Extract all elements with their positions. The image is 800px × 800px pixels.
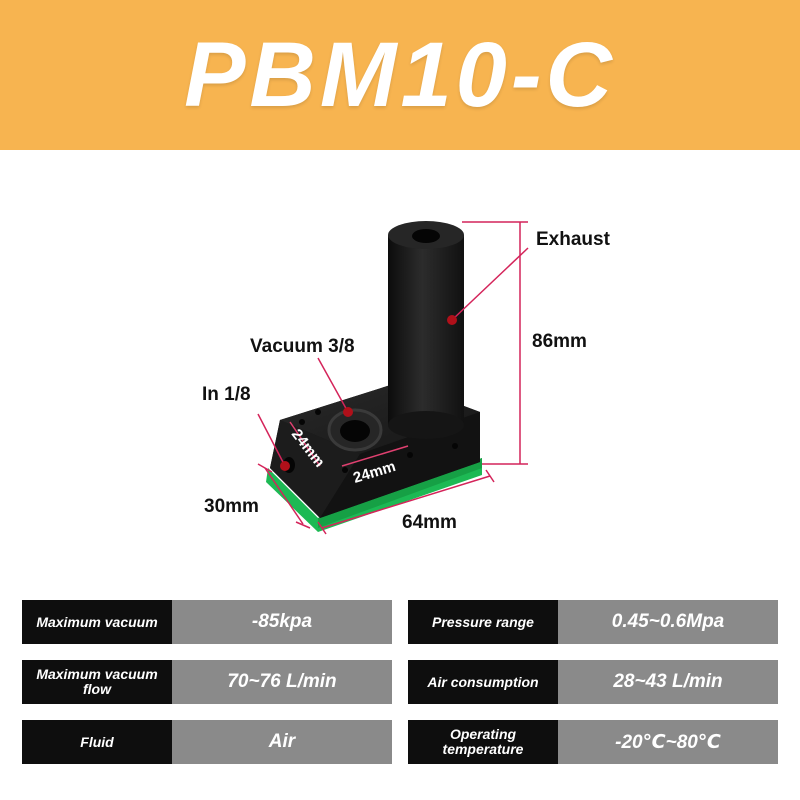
spec-row: Maximum vacuum -85kpa Pressure range 0.4… (22, 600, 778, 644)
spec-label: Air consumption (408, 660, 558, 704)
spec-air-consumption: Air consumption 28~43 L/min (408, 660, 778, 704)
dimension-lines (257, 221, 528, 535)
spec-value: Air (172, 720, 392, 764)
exhaust-tube (388, 221, 464, 439)
spec-row: Fluid Air Operating temperature -20℃~80℃ (22, 720, 778, 764)
spec-max-vacuum-flow: Maximum vacuum flow 70~76 L/min (22, 660, 392, 704)
vacuum-port-label: Vacuum 3/8 (250, 336, 355, 357)
spec-row: Maximum vacuum flow 70~76 L/min Air cons… (22, 660, 778, 704)
exhaust-marker (447, 315, 457, 325)
title-banner: PBM10-C (0, 0, 800, 150)
inlet-marker (280, 461, 290, 471)
product-title: PBM10-C (184, 24, 616, 126)
vacuum-marker (343, 407, 353, 417)
inlet-port-label: In 1/8 (202, 384, 251, 405)
product-illustration: Exhaust Vacuum 3/8 In 1/8 86mm 30mm 64mm… (202, 221, 611, 535)
width-dimension: 30mm (204, 496, 259, 517)
spec-label: Operating temperature (408, 720, 558, 764)
length-dimension: 64mm (402, 512, 457, 533)
spec-label: Maximum vacuum (22, 600, 172, 644)
spec-max-vacuum: Maximum vacuum -85kpa (22, 600, 392, 644)
spec-value: 0.45~0.6Mpa (558, 600, 778, 644)
spec-pressure-range: Pressure range 0.45~0.6Mpa (408, 600, 778, 644)
exhaust-label: Exhaust (536, 229, 611, 250)
vacuum-port (327, 408, 383, 452)
spec-label: Fluid (22, 720, 172, 764)
spec-value: -20℃~80℃ (558, 720, 778, 764)
spec-label: Maximum vacuum flow (22, 660, 172, 704)
height-dimension: 86mm (532, 331, 587, 352)
callout-leaders (257, 247, 529, 471)
spec-operating-temperature: Operating temperature -20℃~80℃ (408, 720, 778, 764)
spec-fluid: Fluid Air (22, 720, 392, 764)
spec-value: 70~76 L/min (172, 660, 392, 704)
spec-value: -85kpa (172, 600, 392, 644)
product-diagram: Exhaust Vacuum 3/8 In 1/8 86mm 30mm 64mm… (0, 150, 800, 570)
spec-label: Pressure range (408, 600, 558, 644)
spec-value: 28~43 L/min (558, 660, 778, 704)
